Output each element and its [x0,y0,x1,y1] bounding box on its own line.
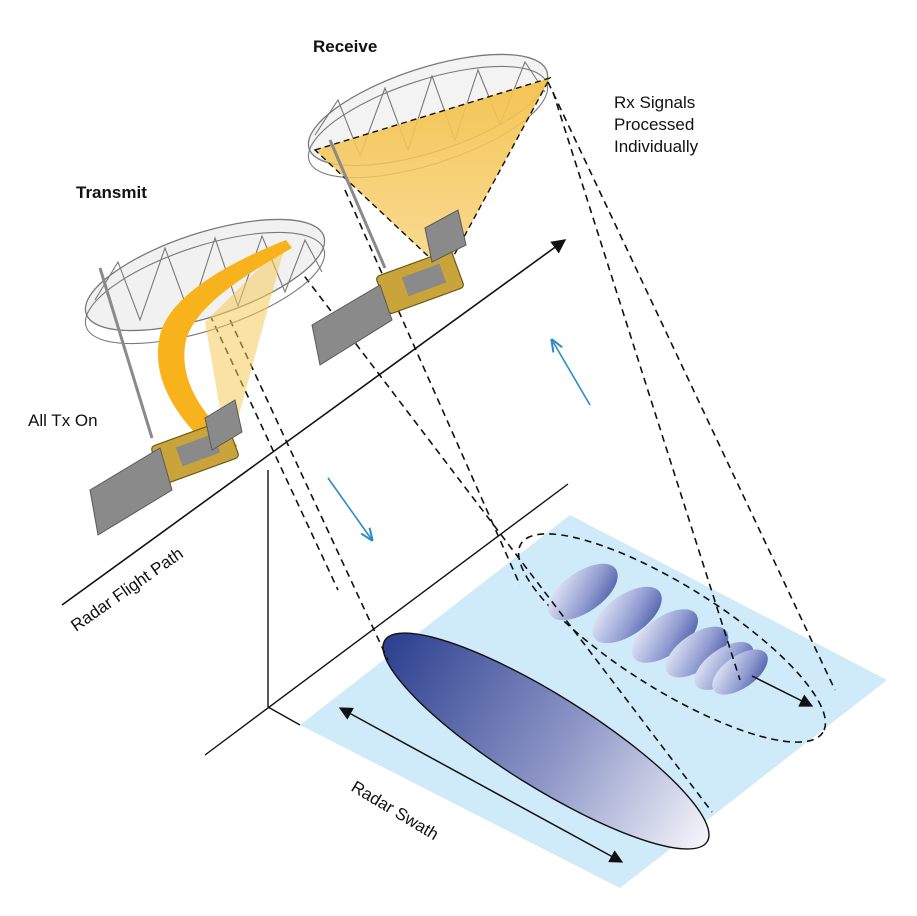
receive-spacecraft [307,53,552,366]
rx-label-line2: Processed [614,115,694,134]
flight-path-arrow [61,239,567,606]
sub-beam [548,563,618,621]
all-tx-on-label: All Tx On [28,411,98,430]
transmit-label: Transmit [76,183,147,202]
receive-cone [313,76,552,274]
transmit-reflector [84,218,326,345]
transmit-beam [157,240,292,452]
receive-footprint-outline [517,533,827,743]
transmit-spacecraft [84,218,326,536]
beam-dashed-lines [209,81,836,813]
transmit-pale-cone [205,242,286,455]
rx-label-line1: Rx Signals [614,93,695,112]
receive-sub-beams [548,563,768,695]
motion-arrow-up [552,340,591,406]
motion-arrow-down [327,477,372,540]
sub-beam [632,609,698,663]
sub-beam [665,626,729,678]
cross-track-lines [204,470,569,756]
scan-direction-arrow [751,675,814,707]
sub-beam [712,649,768,695]
sub-beam [592,586,662,644]
receive-label: Receive [313,37,377,56]
transmit-solar-panel [89,447,173,536]
receive-solar-panel [311,284,393,366]
rx-label-line3: Individually [614,137,699,156]
swath-width-arrow [338,707,624,863]
